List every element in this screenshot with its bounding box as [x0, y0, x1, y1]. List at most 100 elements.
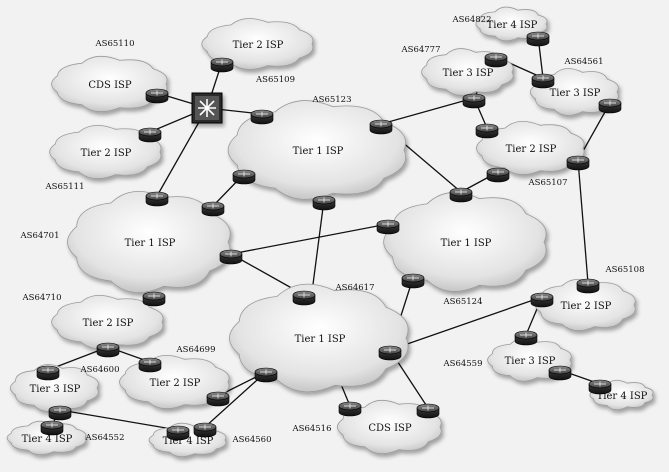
as-number-label: AS64777	[400, 45, 440, 55]
router-icon	[486, 167, 510, 183]
cloud-label: Tier 1 ISP	[293, 146, 344, 157]
router-icon	[210, 57, 234, 73]
router-icon	[138, 357, 162, 373]
cloud-shape	[383, 192, 547, 292]
as-number-label: AS64617	[334, 283, 374, 293]
router-icon	[514, 330, 538, 346]
router-icon	[475, 123, 499, 139]
router-icon	[401, 273, 425, 289]
cloud-label: Tier 3 ISP	[505, 356, 556, 367]
as-number-label: AS64516	[291, 424, 331, 434]
as-number-label: AS64710	[21, 293, 61, 303]
as-number-label: AS65124	[442, 297, 482, 307]
as-number-label: AS64559	[442, 359, 482, 369]
cloud-label: Tier 3 ISP	[30, 384, 81, 395]
cloud-cds-s: CDS ISP	[336, 399, 442, 455]
link	[204, 371, 267, 428]
cloud-label: Tier 2 ISP	[233, 40, 284, 51]
cloud-shape	[51, 55, 168, 113]
router-icon	[219, 249, 243, 265]
router-icon	[36, 365, 60, 381]
cloud-t2-left: Tier 2 ISP	[49, 125, 162, 179]
router-icon	[416, 403, 440, 419]
cloud-label: Tier 4 ISP	[22, 434, 73, 445]
router-icon	[449, 187, 473, 203]
as-number-label: AS64600	[79, 365, 119, 375]
cloud-t2-top: Tier 2 ISP	[201, 18, 314, 70]
link	[311, 199, 325, 293]
router-icon	[378, 345, 402, 361]
cloud-t3-sw: Tier 3 ISP	[9, 364, 99, 412]
cloud-label: Tier 4 ISP	[163, 436, 214, 447]
router-icon	[193, 422, 217, 438]
router-icon	[292, 290, 316, 306]
cloud-label: Tier 1 ISP	[295, 334, 346, 345]
cloud-t1-west: Tier 1 ISP	[67, 191, 231, 293]
cloud-label: CDS ISP	[88, 80, 131, 91]
router-icon	[232, 169, 256, 185]
cloud-label: Tier 2 ISP	[506, 144, 557, 155]
cloud-label: Tier 3 ISP	[443, 68, 494, 79]
clouds-layer: CDS ISP Tier 2 ISP Tier 2 ISP Tier 1 ISP Tie…	[6, 6, 654, 458]
router-icon	[145, 88, 169, 104]
as-number-label: AS65123	[311, 95, 351, 105]
router-icon	[526, 31, 550, 47]
link	[577, 159, 589, 284]
as-number-label: AS64701	[19, 231, 59, 241]
cloud-label: Tier 2 ISP	[150, 378, 201, 389]
cloud-shape	[227, 100, 407, 200]
cloud-label: Tier 2 ISP	[81, 148, 132, 159]
cloud-cds-nw: CDS ISP	[51, 55, 168, 113]
router-icon	[206, 391, 230, 407]
router-icon	[250, 109, 274, 125]
router-icon	[531, 73, 555, 89]
cloud-label: Tier 1 ISP	[125, 238, 176, 249]
cloud-label: Tier 1 ISP	[441, 238, 492, 249]
as-number-label: AS64560	[231, 435, 271, 445]
router-icon	[598, 98, 622, 114]
router-icon	[312, 195, 336, 211]
router-icon	[145, 191, 169, 207]
cloud-label: Tier 2 ISP	[561, 301, 612, 312]
cloud-t1-east: Tier 1 ISP	[383, 192, 547, 292]
cloud-t2-sw: Tier 2 ISP	[51, 295, 164, 349]
router-icon	[484, 52, 508, 68]
cloud-t1-south: Tier 1 ISP	[229, 283, 409, 393]
router-icon	[254, 367, 278, 383]
switch-hub-icon	[191, 92, 223, 124]
cloud-shape	[201, 18, 314, 70]
cloud-shape	[49, 125, 162, 179]
router-icon	[201, 201, 225, 217]
cloud-shape	[51, 295, 164, 349]
router-icon	[530, 292, 554, 308]
router-icon	[40, 420, 64, 436]
cloud-label: Tier 2 ISP	[83, 318, 134, 329]
as-number-label: AS64822	[451, 15, 491, 25]
cloud-t4-sw1: Tier 4 ISP	[6, 420, 87, 456]
router-icon	[576, 278, 600, 294]
router-icon	[462, 93, 486, 109]
link	[59, 409, 179, 431]
router-icon	[376, 219, 400, 235]
router-icon	[588, 379, 612, 395]
link	[230, 223, 389, 255]
router-icon	[138, 127, 162, 143]
cloud-shape	[9, 364, 99, 412]
as-number-label: AS65108	[604, 265, 644, 275]
labels-layer: AS65110AS65109AS65123AS65111AS64822AS647…	[19, 15, 644, 445]
cloud-t1-center: Tier 1 ISP	[227, 100, 407, 200]
as-number-label: AS65107	[527, 178, 567, 188]
cloud-shape	[476, 121, 585, 175]
cloud-label: Tier 4 ISP	[487, 20, 538, 31]
router-icon	[166, 425, 190, 441]
router-icon	[548, 365, 572, 381]
cloud-shape	[336, 399, 442, 455]
router-icon	[369, 119, 393, 135]
cloud-label: CDS ISP	[368, 423, 411, 434]
as-number-label: AS65110	[94, 39, 134, 49]
cloud-t2-ne: Tier 2 ISP	[476, 121, 585, 175]
link	[380, 97, 475, 125]
as-number-label: AS65109	[255, 75, 295, 85]
